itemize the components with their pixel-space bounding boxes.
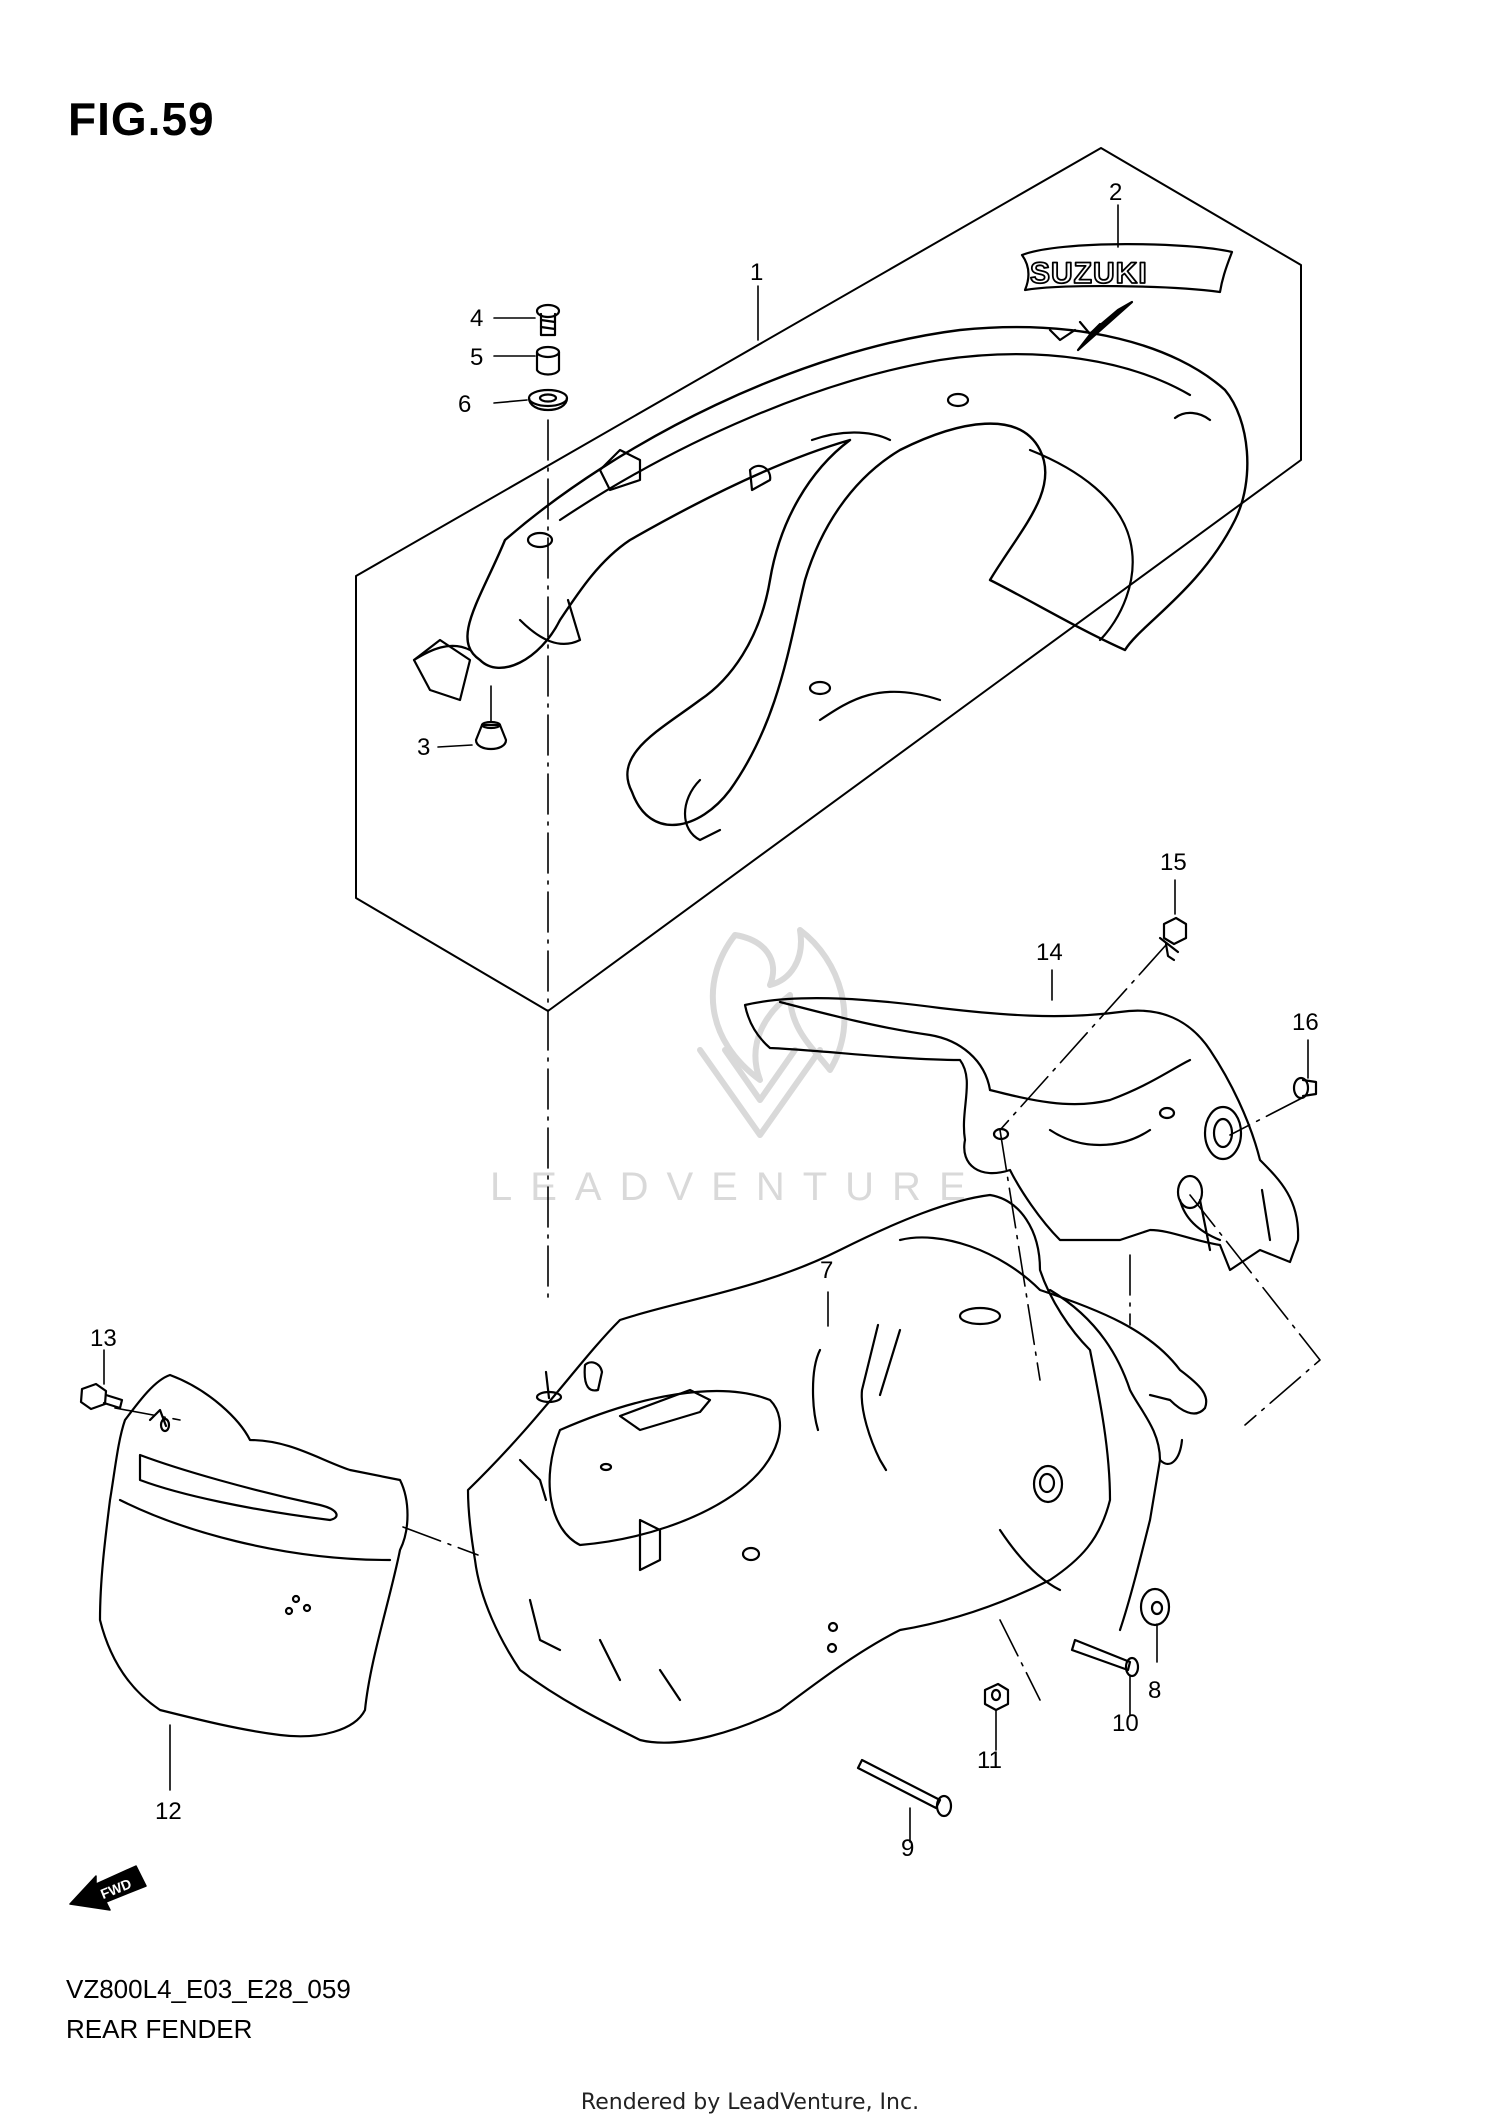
nut-part-11: [983, 1682, 1010, 1712]
callout-9: 9: [901, 1835, 914, 1862]
rear-fender-part-7: [466, 1193, 1208, 1744]
leadventure-watermark: LEADVENTURE: [490, 927, 984, 1209]
figure-title: FIG.59: [68, 93, 215, 145]
leader-line: [493, 399, 528, 404]
callout-1: 1: [750, 259, 763, 286]
leader-lines: [103, 204, 1309, 1843]
diagram-caption: REAR FENDER: [66, 2014, 253, 2044]
callout-15: 15: [1160, 849, 1187, 876]
bracket-part-14: [743, 997, 1300, 1272]
collar-part-5: [535, 345, 561, 376]
assembly-lines: [114, 419, 1321, 1701]
callout-14: 14: [1036, 939, 1063, 966]
callout-4: 4: [470, 305, 483, 332]
assembly-line: [999, 944, 1167, 1131]
bolt-part-15: [1158, 916, 1188, 962]
callout-2: 2: [1109, 179, 1122, 206]
callout-8: 8: [1148, 1677, 1161, 1704]
callout-5: 5: [470, 344, 483, 371]
diagram-code: VZ800L4_E03_E28_059: [66, 1974, 351, 2004]
forward-arrow-icon: FWD: [69, 1865, 147, 1911]
flame-logo-watermark: [697, 927, 848, 1138]
grommet-part-6: [527, 388, 569, 411]
callout-16: 16: [1292, 1009, 1319, 1036]
cushion-part-3: [474, 720, 508, 751]
mount-hole: [526, 531, 554, 549]
emblem-text: SUZUKI: [1030, 257, 1148, 290]
callout-7: 7: [820, 1257, 833, 1284]
assembly-line: [402, 1526, 479, 1556]
assembly-line: [114, 1407, 181, 1421]
callout-3: 3: [417, 734, 430, 761]
bolt-part-13: [79, 1382, 124, 1411]
assembly-line: [1189, 1194, 1321, 1426]
screw-part-4: [535, 303, 561, 337]
mount-hole: [808, 680, 832, 696]
side-cover-part-12: [98, 1373, 409, 1738]
grab-rail-part: [412, 320, 1249, 842]
callout-11: 11: [977, 1747, 1002, 1774]
suzuki-emblem-part: SUZUKI: [1020, 243, 1234, 352]
assembly-line: [999, 1129, 1041, 1381]
bolt-part-10: [1070, 1638, 1140, 1678]
callout-13: 13: [90, 1325, 117, 1352]
mount-hole: [946, 392, 970, 408]
grommet-part-8: [1139, 1587, 1171, 1627]
bolt-part-9: [856, 1758, 953, 1818]
callout-12: 12: [155, 1798, 182, 1825]
rendered-by-credit: Rendered by LeadVenture, Inc.: [580, 2090, 920, 2115]
callouts: 1 2 3 4 5 6 7 8 9 10 11 12 13 14 15 16: [90, 179, 1319, 1862]
watermark-text: LEADVENTURE: [490, 1165, 984, 1209]
callout-6: 6: [458, 391, 471, 418]
assembly-line: [999, 1619, 1041, 1701]
emblem-arrow-icon: [1076, 300, 1134, 352]
screw-part-16: [1292, 1076, 1318, 1100]
assembly-line: [1229, 1097, 1303, 1136]
callout-10: 10: [1112, 1710, 1139, 1737]
leader-line: [437, 744, 473, 748]
grab-rail-bounding-box: [355, 147, 1302, 1012]
